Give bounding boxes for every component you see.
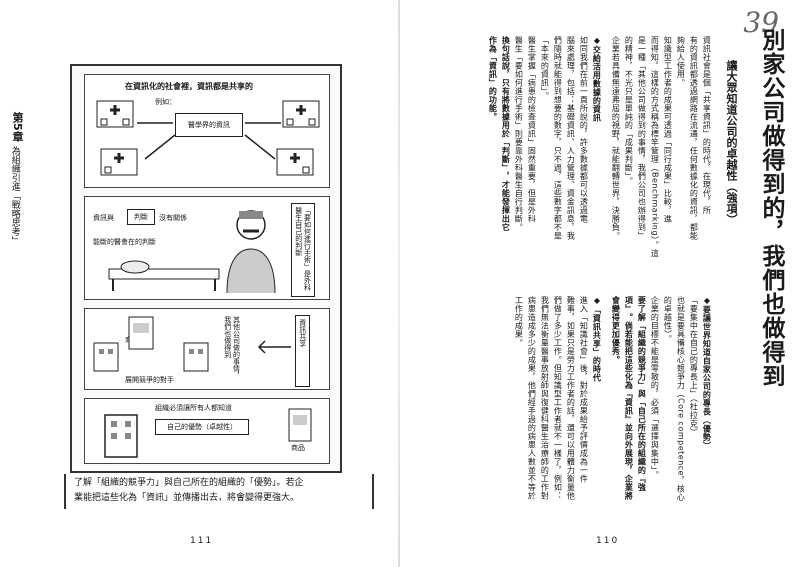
body-text-column: 病患造成多少的成果，他們經手過的病患人數並不等於 [527, 296, 537, 500]
surgeon-speech-bubble: 「要如何進行手術」是外科醫生自己的判斷 [291, 203, 315, 297]
caption-line: 了解「組織的競爭力」與自己所在的組織的「優勢」。若企 [74, 478, 304, 488]
arrows-icon [137, 122, 281, 160]
section-heading: ◆「資訊共享」的時代 [592, 296, 602, 382]
page-number: 110 [596, 536, 620, 546]
surgeon-icon [226, 210, 276, 294]
body-text-column: 資訊社會是個「共享資訊」的時代，在現代，所 [702, 36, 712, 215]
arrow-icon [257, 340, 291, 354]
section-number: 39 [743, 6, 779, 39]
section-heading: ◆要讓世界知道自家公司的專長（優勢） [702, 296, 712, 450]
figure-caption: 了解「組織的競爭力」與自己所在的組織的「優勢」。若企 業能把這些化為「資訊」並傳… [64, 474, 374, 509]
patient-bed-icon [108, 260, 220, 291]
body-text-column: 的精神，不光只是單純的「成果判斷」。 [624, 36, 634, 185]
body-text-column: 醫生掌握「病患的檢查資訊」固然重要，但是外科 [527, 36, 537, 223]
body-text-column: 的卓越性）。 [663, 296, 673, 343]
body-text-column: 工作的成果。 [514, 296, 524, 347]
diagram-panel-info-society: 在資訊化的社會裡，資訊都是共享的 例如： 醫學界的資訊 [84, 74, 330, 188]
own-strength-box: 自己的優勢（卓越性） [155, 419, 249, 435]
panel-example-label: 例如： [155, 98, 176, 106]
building-icon [93, 342, 119, 372]
hospital-icon [282, 100, 320, 128]
hospital-icon [96, 100, 134, 128]
body-text-column: 們做了多少工作。但知識型工作者就不一樣了，例如： [553, 296, 563, 500]
medical-info-box: 醫學界的資訊 [175, 113, 243, 137]
product-icon [288, 408, 312, 442]
section-subtitle: 讓大眾知道公司的卓越性（強項） [725, 60, 738, 225]
org-must-know-label: 組織必須讓所有人都知道 [155, 404, 232, 412]
chapter-title: 為組織引進「戰略思考」 [9, 145, 20, 245]
body-text-column: 而得知，這樣的方式稱為標竿管理（Benchmarking）。這 [650, 36, 660, 258]
info-and-label: 資訊與 [93, 214, 114, 222]
panel-title: 在資訊化的社會裡，資訊都是共享的 [125, 82, 253, 91]
diagram-panel-sharing: 資訊共享 其他公司做的事情，我們也做得到 商品 展開競爭的對手 [84, 308, 330, 390]
right-page: 39 別家公司做得到的，我們也做得到 讓大眾知道公司的卓越性（強項） 資訊社會是… [400, 0, 799, 567]
body-text-column: 作為「資訊」的功能。 [488, 36, 498, 121]
body-text-column: 有的資訊都透過網路在流通，任何數據化的資訊，都能 [689, 36, 699, 240]
body-text-column: 會變得更加優秀。 [611, 296, 621, 364]
info-sharing-label: 資訊共享 [295, 315, 310, 387]
competitor-question-text: 其他公司做的事情，我們也做得到 [221, 313, 243, 385]
diagram-panel-strength: 組織必須讓所有人都知道 自己的優勢（卓越性） 商品 [84, 398, 330, 464]
body-text-column: 項』。倘若能把這些化為『資訊』並向外展現，企業將 [624, 296, 634, 500]
company-building-icon [104, 414, 138, 458]
body-text-column: 也就是要具備核心競爭力（Core competence，核心 [676, 296, 686, 502]
book-gutter [398, 0, 400, 567]
judgment-box: 判斷 [127, 209, 155, 225]
body-text-column: 「本來的資訊」。 [540, 36, 550, 100]
chapter-number: 第5章 [11, 112, 24, 142]
body-text-column: 進入「知識社會」後，對於成果給予評價成為一件 [579, 296, 589, 483]
body-text-column: 企業若具備無遠弗屆的視野，就能翻轉世界，決勝負。 [611, 36, 621, 240]
product-icon [128, 316, 154, 350]
body-text-column: 企業的目標不能是零散的，必須「選擇與集中」。 [650, 296, 660, 479]
section-heading: ◆交給活用數據的資訊 [592, 36, 602, 122]
section-title: 別家公司做得到的，我們也做得到 [758, 28, 784, 388]
product-label: 商品 [291, 444, 305, 452]
body-text-column: 是一種「其他公司做得到的事情，我們公司也辦得到」 [637, 36, 647, 240]
body-text-column: 夠給人使用。 [676, 36, 686, 87]
building-icon [183, 342, 209, 372]
chapter-tab: 第5章 為組織引進「戰略思考」 [9, 112, 27, 245]
page-number: 111 [190, 536, 214, 546]
hospital-icon [276, 148, 314, 176]
body-text-column: 們隨時就能得到想要的數字，只不過，這些數字都不是 [553, 36, 563, 240]
competitor-label: 展開競爭的對手 [125, 376, 174, 384]
body-text-column: 知識型工作者的成果可透過「同行成果」比較，進 [663, 36, 673, 223]
body-text-column: 醫生「要如何進行手術」則要靠外科醫生自行判斷。 [514, 36, 524, 232]
left-page: 第5章 為組織引進「戰略思考」 在資訊化的社會裡，資訊都是共享的 例如： 醫學界… [9, 64, 374, 546]
body-text-column: 要了解「組織的競爭力」與「自己所在的組織的『強 [637, 296, 647, 492]
body-text-column: 換句話說，只有將數據用於「判斷」，才能發揮出它 [501, 36, 511, 232]
body-text-column: 腦來處理，包括：基礎資訊、人力管理、資金訊息，我 [566, 36, 576, 240]
body-text-column: 如同我們在前一頁所說的，許多數據都可以透過電 [579, 36, 589, 223]
body-text-column: 「要集中在自己的專長上」（杜拉克） [689, 296, 699, 437]
judgment-bottom-label: 能斷的醫會在的判斷 [93, 238, 156, 246]
no-relation-label: 沒有關係 [159, 214, 187, 222]
body-text-column: 我們無法衡量醫事放射師與復健科醫生治療師的工作對 [540, 296, 550, 500]
hospital-icon [100, 148, 138, 176]
caption-line: 業能把這些化為「資訊」並傳播出去，將會變得更強大。 [74, 493, 300, 504]
diagram-panel-judgment: 資訊與 判斷 沒有關係 能斷的醫會在的判斷 「要如何進行手術」是外科醫生自己的判… [84, 196, 330, 300]
body-text-column: 難事，如果只是勞力工作者的話，還可以用體力衡量他 [566, 296, 576, 500]
diagram: 在資訊化的社會裡，資訊都是共享的 例如： 醫學界的資訊 資訊與 判斷 沒有關係 … [70, 64, 342, 473]
